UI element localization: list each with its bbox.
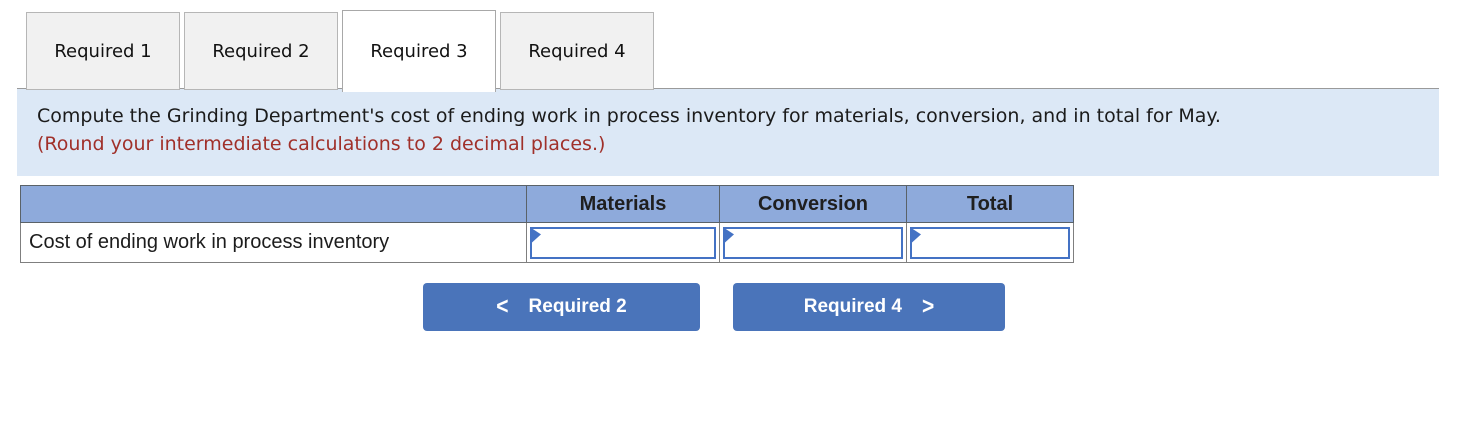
chevron-right-icon: > [921, 293, 935, 320]
instruction-text: Compute the Grinding Department's cost o… [37, 105, 1221, 127]
tab-required-3[interactable]: Required 3 [342, 10, 496, 92]
tab-required-1[interactable]: Required 1 [26, 12, 180, 90]
total-input[interactable] [912, 228, 1068, 257]
table-row: Cost of ending work in process inventory [20, 222, 1074, 263]
conversion-cell [719, 222, 907, 263]
column-header-materials: Materials [526, 185, 720, 223]
required-tabs: Required 1 Required 2 Required 3 Require… [26, 10, 1480, 92]
materials-input[interactable] [532, 228, 714, 257]
answer-table: Materials Conversion Total Cost of endin… [20, 185, 1074, 263]
next-required-button[interactable]: Required 4 > [733, 283, 1005, 331]
tab-required-4[interactable]: Required 4 [500, 12, 654, 90]
tab-required-2[interactable]: Required 2 [184, 12, 338, 90]
conversion-input-box [723, 226, 903, 259]
prev-button-label: Required 2 [528, 296, 627, 317]
materials-input-box [530, 226, 716, 259]
conversion-input[interactable] [725, 228, 901, 257]
prev-required-button[interactable]: < Required 2 [423, 283, 700, 331]
total-input-box [910, 226, 1070, 259]
next-button-label: Required 4 [803, 296, 902, 317]
column-header-total: Total [906, 185, 1074, 223]
total-cell [906, 222, 1074, 263]
corner-header [20, 185, 527, 223]
chevron-left-icon: < [496, 293, 509, 320]
instruction-panel: Compute the Grinding Department's cost o… [17, 88, 1439, 176]
materials-cell [526, 222, 720, 263]
instruction-note: (Round your intermediate calculations to… [37, 133, 606, 155]
row-label: Cost of ending work in process inventory [20, 222, 527, 263]
nav-buttons: < Required 2 Required 4 > [423, 283, 1480, 331]
column-header-conversion: Conversion [719, 185, 907, 223]
header-row: Materials Conversion Total [20, 185, 1074, 223]
